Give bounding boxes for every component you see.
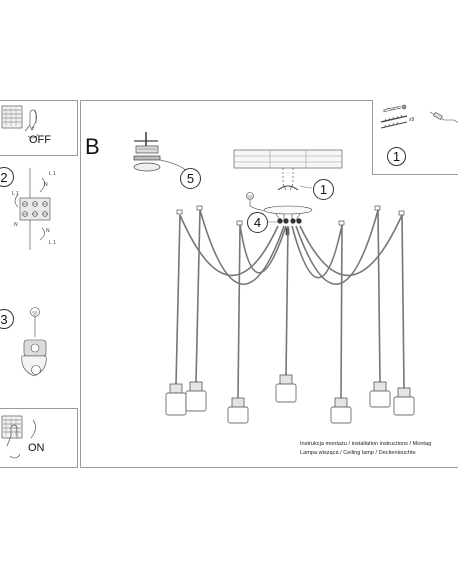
callout-5-number: 5: [186, 171, 195, 186]
step-3-badge: 3: [0, 309, 14, 329]
kit-callout-number: 1: [392, 149, 401, 164]
wire-label-n-top: N: [44, 182, 48, 188]
instructions-caption-line1: Instrukcja montażu / installation instru…: [300, 441, 432, 447]
callout-5: 5: [180, 168, 201, 189]
callout-1-number: 1: [319, 182, 328, 197]
step-3-number: 3: [0, 311, 8, 327]
callout-4: 4: [247, 212, 268, 233]
callout-1: 1: [313, 179, 334, 200]
mounting-kit-panel: [372, 100, 458, 175]
wire-label-l1-bottom: L 1: [49, 240, 56, 246]
callout-4-number: 4: [253, 215, 262, 230]
screw-count-label: x9: [409, 117, 415, 123]
step-2-number: 2: [0, 169, 8, 185]
instructions-caption-line2: Lampa wisząca / Ceiling lamp / Deckenleu…: [300, 450, 416, 456]
step-2-badge: 2: [0, 167, 14, 187]
wire-label-n-bottom: N: [46, 228, 50, 234]
wire-label-n-left: N: [14, 222, 18, 228]
wire-label-l1-left: L 1: [12, 191, 19, 197]
kit-callout-1: 1: [387, 147, 406, 166]
wire-label-l1-top: L 1: [49, 171, 56, 177]
on-label: ON: [28, 442, 45, 454]
section-letter: B: [85, 134, 100, 159]
off-label: OFF: [29, 134, 51, 146]
